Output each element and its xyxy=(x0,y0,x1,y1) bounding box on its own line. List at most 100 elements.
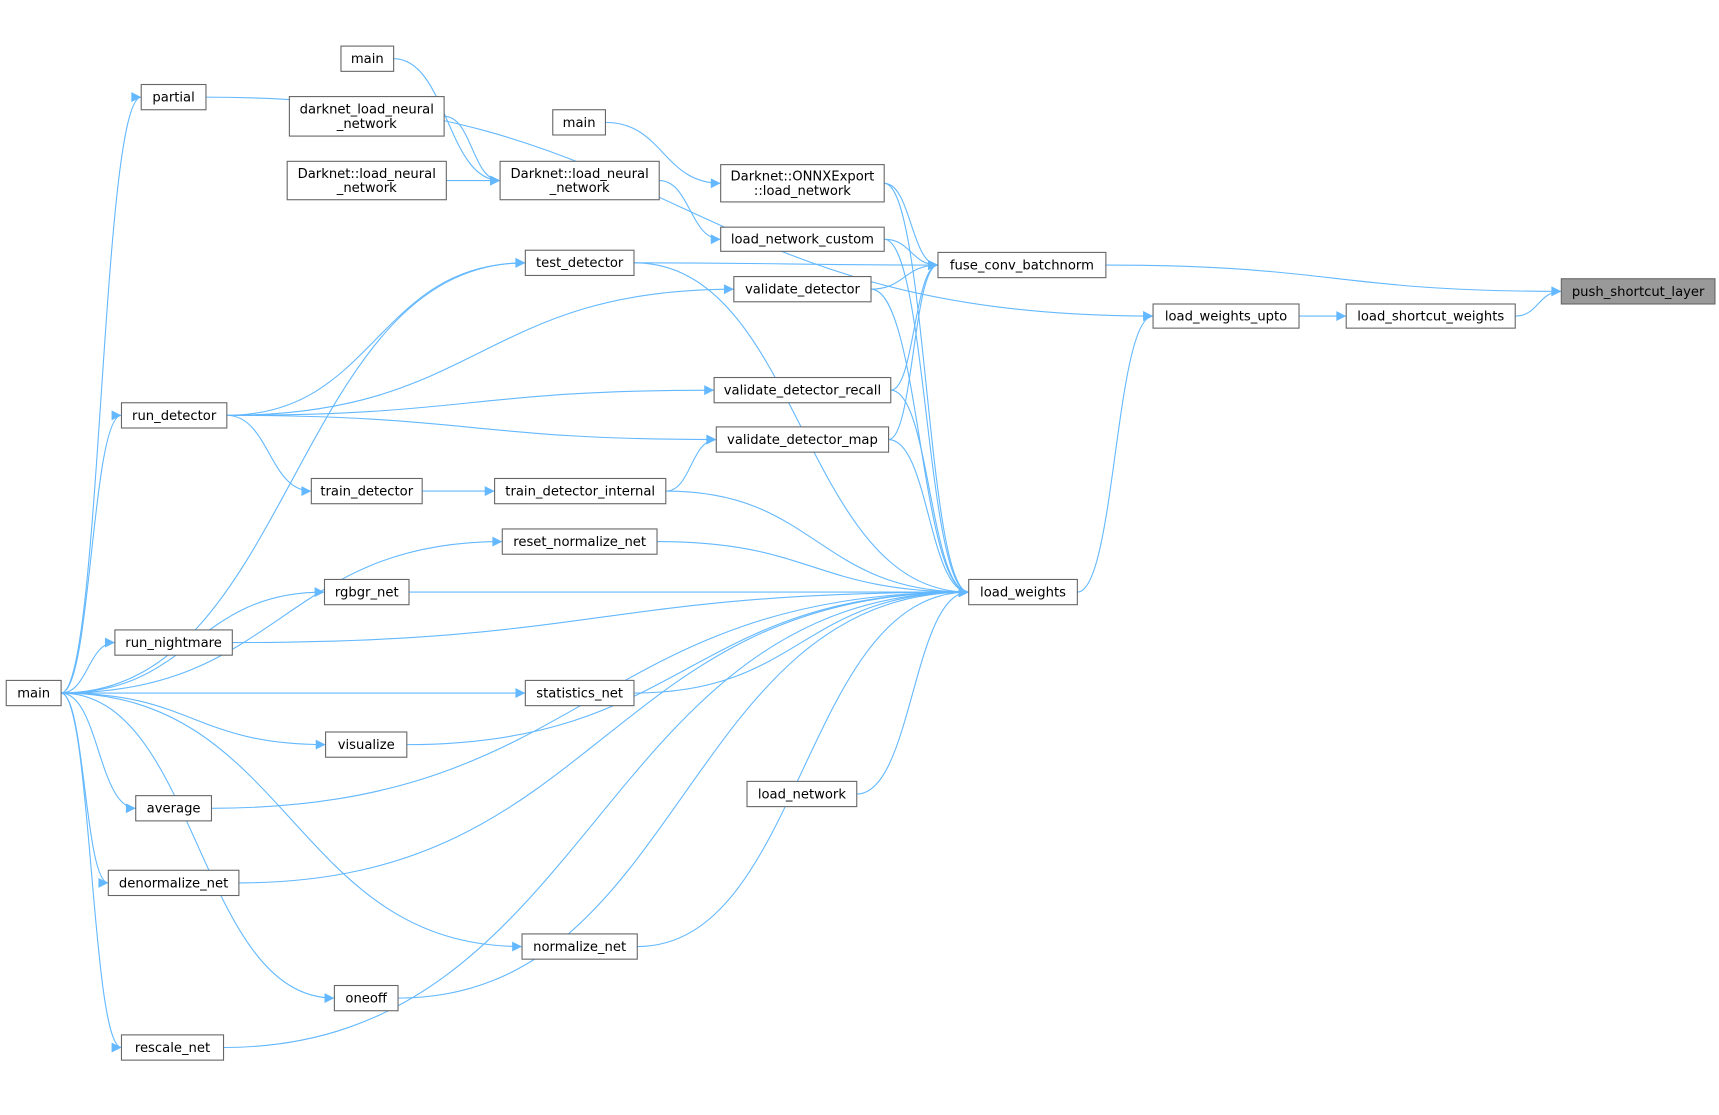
node-label: load_weights xyxy=(980,585,1066,600)
edge-main-2-to-onnx-load-network xyxy=(605,121,721,189)
node-label: validate_detector xyxy=(745,283,861,298)
node-box xyxy=(937,251,1107,279)
node-oneoff[interactable]: oneoff xyxy=(333,984,399,1012)
node-load-network[interactable]: load_network xyxy=(746,780,858,808)
node-label: run_detector xyxy=(132,409,217,424)
node-label: load_weights_upto xyxy=(1165,309,1287,324)
edge-fuse-conv-batchnorm-to-push-shortcut-layer xyxy=(1105,264,1562,297)
node-train-detector-internal[interactable]: train_detector_internal xyxy=(494,477,667,505)
edge-main-left-to-partial xyxy=(60,92,142,694)
node-run-nightmare[interactable]: run_nightmare xyxy=(114,629,233,656)
node-validate-detector-map[interactable]: validate_detector_map xyxy=(715,426,890,453)
node-Darknet-lnn-mid[interactable]: Darknet::load_neural_network xyxy=(499,160,660,201)
node-label: rgbgr_net xyxy=(335,585,399,600)
node-test-detector[interactable]: test_detector xyxy=(524,249,635,277)
node-box xyxy=(552,109,606,136)
node-statistics-net[interactable]: statistics_net xyxy=(524,679,635,707)
node-box xyxy=(720,164,885,203)
node-label: _network xyxy=(549,181,610,196)
node-push-shortcut-layer[interactable]: push_shortcut_layer xyxy=(1560,278,1716,305)
node-label: denormalize_net xyxy=(119,876,228,891)
node-rgbgr-net[interactable]: rgbgr_net xyxy=(323,578,410,606)
node-label: ::load_network xyxy=(754,184,851,199)
node-darknet-lnn[interactable]: darknet_load_neural_network xyxy=(288,96,445,137)
node-box xyxy=(524,249,635,277)
node-label: Darknet::ONNXExport xyxy=(731,170,875,185)
node-label: load_shortcut_weights xyxy=(1357,309,1504,324)
edge-train-detector-internal-to-load-weights xyxy=(665,490,969,598)
node-box xyxy=(120,402,228,429)
edge-run-detector-to-validate-detector-map xyxy=(226,414,717,445)
node-load-weights[interactable]: load_weights xyxy=(968,578,1078,606)
node-box xyxy=(720,226,885,252)
node-validate-detector[interactable]: validate_detector xyxy=(733,276,872,303)
edge-run-detector-to-validate-detector-recall xyxy=(226,385,715,416)
node-label: main xyxy=(563,116,596,131)
edge-load-network-to-load-weights xyxy=(856,587,969,795)
node-train-detector[interactable]: train_detector xyxy=(310,477,423,505)
edge-main-left-to-reset-normalize-net xyxy=(61,536,503,694)
node-main-left[interactable]: main xyxy=(5,679,62,707)
node-box xyxy=(114,629,233,656)
node-denormalize-net[interactable]: denormalize_net xyxy=(107,869,240,897)
node-label: main xyxy=(17,686,50,701)
node-box xyxy=(746,780,858,808)
edge-main-top-to-Darknet-lnn-mid xyxy=(393,58,501,186)
node-visualize[interactable]: visualize xyxy=(325,731,408,758)
node-box xyxy=(521,933,638,960)
edge-load-network-custom-to-load-weights xyxy=(884,238,969,597)
node-label: reset_normalize_net xyxy=(513,535,646,550)
node-box xyxy=(135,795,213,822)
node-label: visualize xyxy=(338,738,395,753)
node-label: Darknet::load_neural xyxy=(511,167,649,182)
node-average[interactable]: average xyxy=(135,795,213,822)
edge-main-left-to-rescale-net xyxy=(60,692,122,1053)
node-label: run_nightmare xyxy=(125,636,222,651)
node-box xyxy=(524,679,635,707)
edge-rescale-net-to-load-weights xyxy=(223,587,969,1049)
edge-validate-detector-map-to-load-weights xyxy=(888,438,969,597)
node-normalize-net[interactable]: normalize_net xyxy=(521,933,638,960)
node-label: load_network xyxy=(758,787,847,802)
node-box xyxy=(310,477,423,505)
node-box xyxy=(107,869,240,897)
node-reset-normalize-net[interactable]: reset_normalize_net xyxy=(501,528,658,555)
node-main-top[interactable]: main xyxy=(340,45,395,72)
node-rescale-net[interactable]: rescale_net xyxy=(120,1034,225,1061)
node-fuse-conv-batchnorm[interactable]: fuse_conv_batchnorm xyxy=(937,251,1107,279)
node-label: darknet_load_neural xyxy=(300,103,434,118)
node-partial[interactable]: partial xyxy=(140,83,207,111)
edge-load-weights-to-load-weights-upto xyxy=(1077,311,1154,593)
node-box xyxy=(333,984,399,1012)
node-label: partial xyxy=(152,91,194,106)
edge-main-left-to-average xyxy=(61,692,136,814)
node-load-weights-upto[interactable]: load_weights_upto xyxy=(1152,303,1300,329)
node-Darknet-lnn-left[interactable]: Darknet::load_neural_network xyxy=(286,160,447,201)
node-box xyxy=(286,160,447,201)
edge-validate-detector-recall-to-load-weights xyxy=(890,389,969,597)
edge-main-left-to-denormalize-net xyxy=(60,692,109,888)
node-box xyxy=(733,276,872,303)
node-box xyxy=(140,83,207,111)
edge-validate-detector-map-to-fuse-conv-batchnorm xyxy=(888,260,939,441)
node-validate-detector-recall[interactable]: validate_detector_recall xyxy=(713,376,892,404)
edge-main-left-to-oneoff xyxy=(61,692,335,1004)
edge-denormalize-net-to-load-weights xyxy=(238,587,969,884)
edge-main-left-to-run-nightmare xyxy=(61,637,115,694)
node-label: average xyxy=(147,802,201,817)
node-load-shortcut-weights[interactable]: load_shortcut_weights xyxy=(1345,303,1516,329)
node-box xyxy=(499,160,660,201)
node-box xyxy=(715,426,890,453)
node-onnx-load-network[interactable]: Darknet::ONNXExport::load_network xyxy=(720,164,885,203)
edge-train-detector-internal-to-validate-detector-map xyxy=(665,434,717,492)
edge-darknet-lnn-to-Darknet-lnn-mid xyxy=(444,115,501,186)
node-main-2[interactable]: main xyxy=(552,109,606,136)
node-run-detector[interactable]: run_detector xyxy=(120,402,228,429)
node-load-network-custom[interactable]: load_network_custom xyxy=(720,226,885,252)
edge-load-shortcut-weights-to-push-shortcut-layer xyxy=(1515,286,1562,317)
node-label: fuse_conv_batchnorm xyxy=(950,258,1094,273)
node-label: rescale_net xyxy=(135,1041,210,1056)
edge-statistics-net-to-load-weights xyxy=(633,587,969,694)
node-box xyxy=(713,376,892,404)
